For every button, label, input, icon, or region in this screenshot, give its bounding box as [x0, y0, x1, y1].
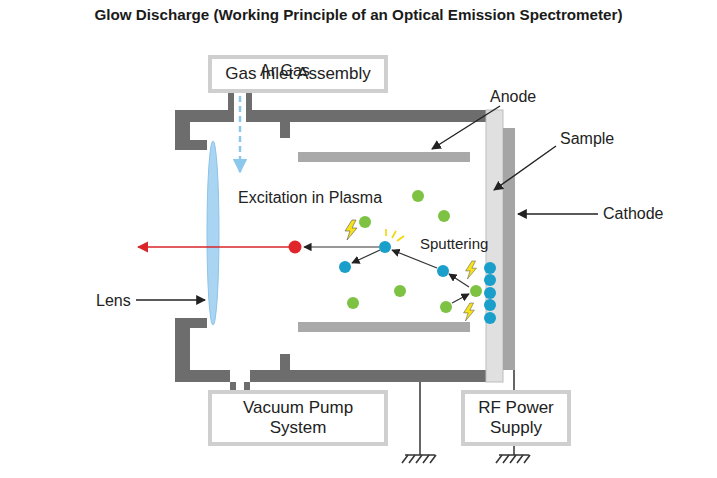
part-label: Excitation in Plasma — [238, 189, 382, 207]
box-label: RF Power Supply — [471, 398, 561, 437]
part-label: Anode — [490, 88, 536, 106]
ground-symbol — [405, 454, 435, 456]
component-box: RF Power Supply — [461, 390, 571, 446]
diagram-title: Glow Discharge (Working Principle of an … — [0, 6, 717, 23]
particle-arrow — [352, 250, 380, 263]
leader-line — [494, 146, 556, 190]
leader-line — [432, 106, 500, 149]
argon-ion — [394, 285, 406, 297]
power-wire — [513, 370, 515, 390]
argon-ion — [438, 210, 450, 222]
leader-lines — [136, 106, 598, 300]
argon-ion — [440, 301, 452, 313]
chamber-wall — [250, 370, 492, 382]
anode-bar — [298, 322, 470, 332]
ground-symbol — [416, 455, 422, 463]
ground-symbol — [510, 455, 516, 463]
spark-lines — [386, 229, 404, 241]
ground-symbol — [499, 454, 529, 456]
particle-arrow — [449, 274, 469, 287]
lightning-bolt — [466, 261, 477, 279]
leader-line — [518, 213, 598, 214]
sample-atom — [339, 261, 351, 273]
ground-symbol — [517, 455, 523, 463]
part-label: Sample — [560, 130, 614, 148]
argon-ion — [359, 216, 371, 228]
part-label: Sputtering — [420, 236, 488, 253]
ground-symbol — [409, 455, 415, 463]
gas-flow-arrow — [239, 96, 242, 172]
spark-line — [385, 229, 387, 236]
spark-line — [392, 231, 396, 238]
ground-wire — [419, 382, 421, 455]
component-box: Vacuum Pump System — [208, 390, 388, 446]
sample-atom — [484, 312, 496, 324]
chamber-wall — [175, 140, 207, 150]
ground-symbol — [402, 455, 408, 463]
lightning-bolt — [464, 303, 475, 321]
chamber-wall — [280, 122, 290, 138]
sample-atom — [484, 299, 496, 311]
gas-pipe — [228, 93, 234, 122]
cathode-plate — [503, 128, 515, 370]
argon-ion — [412, 190, 424, 202]
particle-arrow — [452, 294, 469, 303]
part-label: Ar Gas — [260, 62, 310, 80]
box-label: Vacuum Pump System — [233, 398, 363, 437]
sample-atoms — [339, 241, 496, 324]
ground-symbol — [503, 455, 509, 463]
chamber-wall — [175, 93, 492, 391]
lightning-bolt — [345, 220, 357, 240]
lens-shape — [207, 141, 219, 325]
particle-arrow — [304, 246, 379, 247]
ground-symbol — [423, 455, 429, 463]
sample-plate — [486, 110, 503, 382]
excited-atom — [289, 241, 302, 254]
anode-bar — [298, 152, 470, 162]
sample-atom — [484, 274, 496, 286]
ground-symbol — [524, 455, 530, 463]
argon-ion — [470, 285, 482, 297]
particle-paths — [304, 247, 469, 303]
part-label: Cathode — [603, 205, 664, 223]
sample-atom — [484, 262, 496, 274]
chamber-wall — [280, 354, 290, 370]
chamber-wall — [252, 110, 492, 122]
ground-symbol — [496, 455, 502, 463]
sample-atom — [379, 241, 391, 253]
sample-atom — [437, 265, 449, 277]
chamber-wall — [175, 370, 230, 382]
emission-ray — [138, 246, 289, 248]
sample-atom — [484, 287, 496, 299]
spark-line — [397, 236, 404, 241]
particle-arrow — [392, 250, 437, 268]
argon-ion — [347, 297, 359, 309]
part-label: Lens — [96, 292, 131, 310]
gas-pipe — [246, 93, 252, 122]
ground-symbol — [430, 455, 436, 463]
leader-line — [136, 299, 205, 300]
